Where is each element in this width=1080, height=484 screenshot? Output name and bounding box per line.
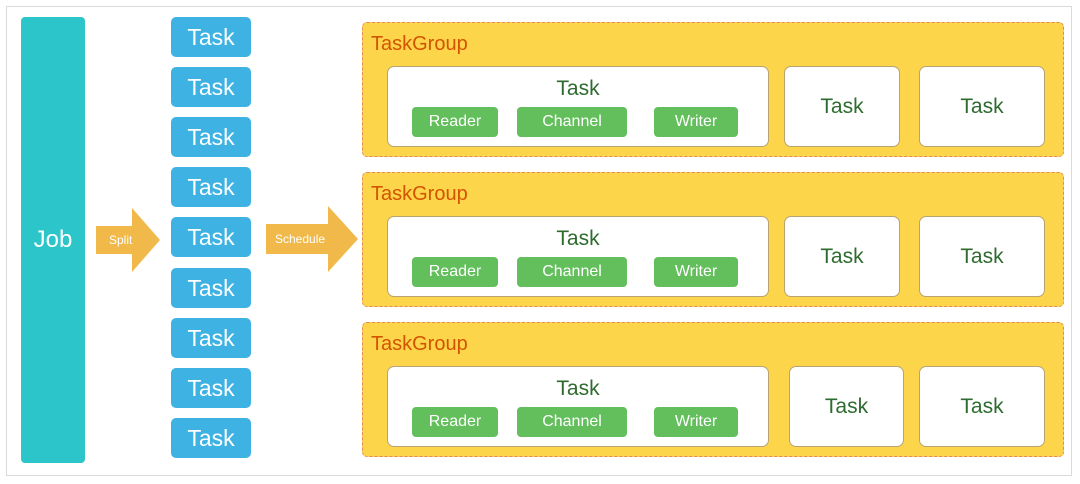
task-list-item: Task xyxy=(171,318,251,358)
writer-component: Writer xyxy=(654,107,738,137)
channel-component: Channel xyxy=(517,257,627,287)
task-box: Task xyxy=(784,66,900,147)
task-box: Task xyxy=(919,216,1045,297)
reader-component: Reader xyxy=(412,107,498,137)
taskgroup: TaskGroup Task Reader Channel Writer Tas… xyxy=(362,322,1064,457)
schedule-arrow: Schedule xyxy=(266,206,358,272)
channel-component: Channel xyxy=(517,107,627,137)
reader-component: Reader xyxy=(412,407,498,437)
task-list-item: Task xyxy=(171,117,251,157)
split-arrow-shape xyxy=(96,208,160,272)
task-title: Task xyxy=(556,77,600,100)
task-title: Task xyxy=(556,227,600,250)
job-box: Job xyxy=(21,17,85,463)
taskgroup: TaskGroup Task Reader Channel Writer Tas… xyxy=(362,22,1064,157)
job-label: Job xyxy=(33,226,73,253)
task-list-item: Task xyxy=(171,217,251,257)
task-list-item: Task xyxy=(171,268,251,308)
taskgroup-title: TaskGroup xyxy=(371,33,468,55)
task-title: Task xyxy=(556,377,600,400)
task-list-item: Task xyxy=(171,17,251,57)
task-list-item: Task xyxy=(171,368,251,408)
task-detail: Task Reader Channel Writer xyxy=(387,66,769,147)
task-detail: Task Reader Channel Writer xyxy=(387,216,769,297)
taskgroup: TaskGroup Task Reader Channel Writer Tas… xyxy=(362,172,1064,307)
split-arrow: Split xyxy=(96,208,160,272)
task-box: Task xyxy=(789,366,904,447)
task-box: Task xyxy=(919,66,1045,147)
task-list-item: Task xyxy=(171,67,251,107)
writer-component: Writer xyxy=(654,407,738,437)
channel-component: Channel xyxy=(517,407,627,437)
task-box: Task xyxy=(919,366,1045,447)
taskgroup-title: TaskGroup xyxy=(371,183,468,205)
split-arrow-label: Split xyxy=(109,233,133,247)
task-detail: Task Reader Channel Writer xyxy=(387,366,769,447)
writer-component: Writer xyxy=(654,257,738,287)
reader-component: Reader xyxy=(412,257,498,287)
task-box: Task xyxy=(784,216,900,297)
task-list-item: Task xyxy=(171,167,251,207)
schedule-arrow-shape xyxy=(266,206,358,272)
taskgroup-title: TaskGroup xyxy=(371,333,468,355)
task-list-item: Task xyxy=(171,418,251,458)
schedule-arrow-label: Schedule xyxy=(275,232,326,246)
